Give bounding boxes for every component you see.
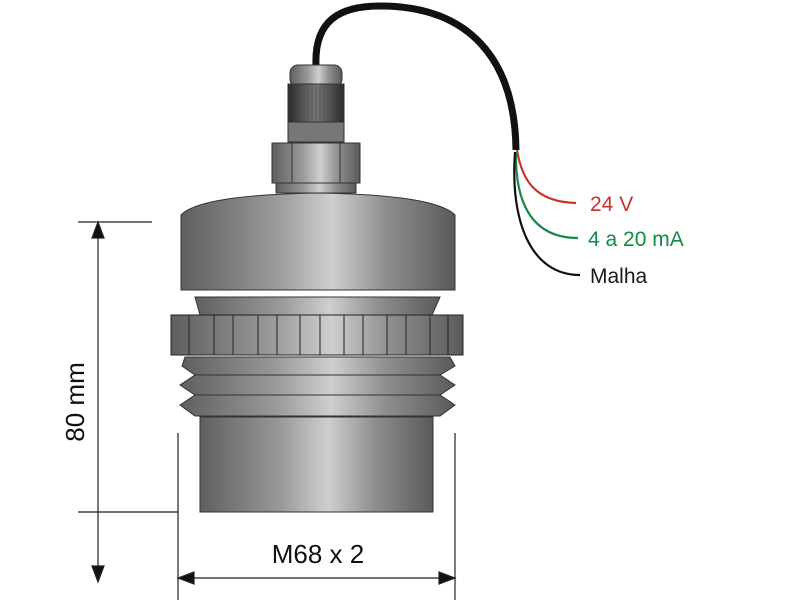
cable-gland xyxy=(271,64,361,194)
wire-green xyxy=(514,151,579,240)
wire-label-24v: 24 V xyxy=(590,193,633,216)
upper-thread xyxy=(194,296,441,316)
housing-cap xyxy=(180,192,456,291)
wire-black xyxy=(513,151,581,277)
wire-label-signal: 4 a 20 mA xyxy=(588,228,684,251)
lock-nut xyxy=(170,314,464,356)
cable xyxy=(312,2,520,151)
thread xyxy=(179,356,456,417)
wire-red xyxy=(515,149,577,205)
thread-dimension-label: M68 x 2 xyxy=(272,539,365,569)
transducer-body xyxy=(199,416,434,513)
wire-label-shield: Malha xyxy=(590,265,648,288)
height-dimension-label: 80 mm xyxy=(60,362,90,441)
dimension-lines xyxy=(78,220,457,600)
